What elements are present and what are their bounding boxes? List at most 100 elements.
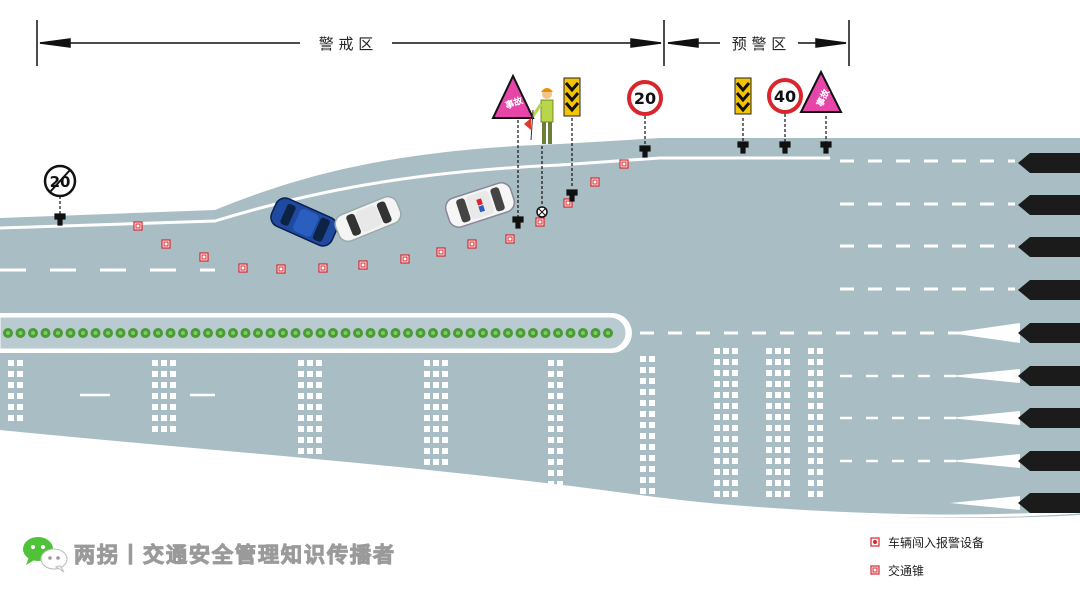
road-square-mark [723,392,729,398]
road-square-mark [548,371,554,377]
road-square-mark [548,459,554,465]
road-square-mark [723,436,729,442]
road-square-mark [557,459,563,465]
legend-row-traffic-cone: 交通锥 [870,560,984,580]
traffic-cone [199,252,209,262]
speed-limit-end-sign: 20 [43,164,77,198]
road-square-mark [161,360,167,366]
road-square-mark [433,393,439,399]
hedge-shrub [290,328,301,338]
road-square-mark [557,371,563,377]
accident-warning-sign-right: 事故 [799,69,843,113]
road-square-mark [766,425,772,431]
road-square-mark [442,371,448,377]
road-square-mark [442,437,448,443]
road-square-mark [775,458,781,464]
road-square-mark [161,404,167,410]
road-square-mark [784,348,790,354]
hedge-shrub [490,328,501,338]
road-square-mark [808,359,814,365]
hedge-shrub [315,328,326,338]
road-square-mark [766,469,772,475]
road-square-mark [640,422,646,428]
road-square-mark [8,382,14,388]
road-square-mark [817,491,823,497]
road-square-mark [307,382,313,388]
road-square-mark [557,448,563,454]
road-square-mark [817,447,823,453]
road-square-mark [723,458,729,464]
road-square-mark [732,469,738,475]
road-square-mark [817,370,823,376]
road-square-mark [784,403,790,409]
road-square-mark [152,371,158,377]
road-square-mark [640,367,646,373]
road-square-mark [714,436,720,442]
road-square-mark [424,382,430,388]
hedge-shrub [203,328,213,338]
road-square-mark [714,403,720,409]
blue-car [270,197,338,247]
hedge-shrub [515,328,526,338]
road-square-mark [152,415,158,421]
road-square-mark [316,382,322,388]
road-square-mark [557,404,563,410]
road-square-mark [161,393,167,399]
road-square-mark [307,360,313,366]
road-square-mark [817,480,823,486]
hedge-shrub [328,328,338,338]
road-square-mark [433,437,439,443]
road-square-mark [723,359,729,365]
hedge-shrub [390,328,401,338]
road-square-mark [817,469,823,475]
hedge-shrub [28,328,38,338]
road-square-mark [170,393,176,399]
legend-intrusion-device-label: 车辆闯入报警设备 [888,535,985,550]
road-square-mark [17,382,23,388]
road-square-mark [298,415,304,421]
hedge-shrub [153,328,163,338]
road-square-mark [723,414,729,420]
road-square-mark [817,436,823,442]
road-square-mark [808,425,814,431]
road-square-mark [766,381,772,387]
hedge-shrub [278,328,288,338]
road-square-mark [784,392,790,398]
road-square-mark [649,411,655,417]
road-square-mark [307,448,313,454]
road-square-mark [424,404,430,410]
road-square-mark [723,370,729,376]
road-square-mark [817,359,823,365]
road-square-mark [307,404,313,410]
road-square-mark [784,436,790,442]
lower-edge-line [0,436,1080,518]
road-square-mark [766,458,772,464]
road-square-mark [557,382,563,388]
road-square-mark [424,371,430,377]
road-square-mark [433,415,439,421]
road-square-mark [152,426,158,432]
road-square-mark [808,458,814,464]
road-square-mark [557,481,563,487]
road-square-mark [732,480,738,486]
road-square-mark [442,404,448,410]
road-square-mark [723,348,729,354]
road-square-mark [649,422,655,428]
hedge-shrub [115,328,126,338]
road-square-mark [714,348,720,354]
warning-zone-label-bg [300,33,392,53]
road-square-mark [714,480,720,486]
hedge-shrub [228,328,238,338]
road-square-mark [649,455,655,461]
road-square-mark [775,348,781,354]
hedge-shrub [165,328,176,338]
road-square-mark [8,415,14,421]
traffic-cone [400,254,410,264]
hedge-shrub [128,328,138,338]
road-square-mark [307,426,313,432]
road-square-mark [714,359,720,365]
traffic-cones [133,159,629,274]
road-square-mark [649,367,655,373]
road-square-mark [424,426,430,432]
road-square-mark [808,392,814,398]
